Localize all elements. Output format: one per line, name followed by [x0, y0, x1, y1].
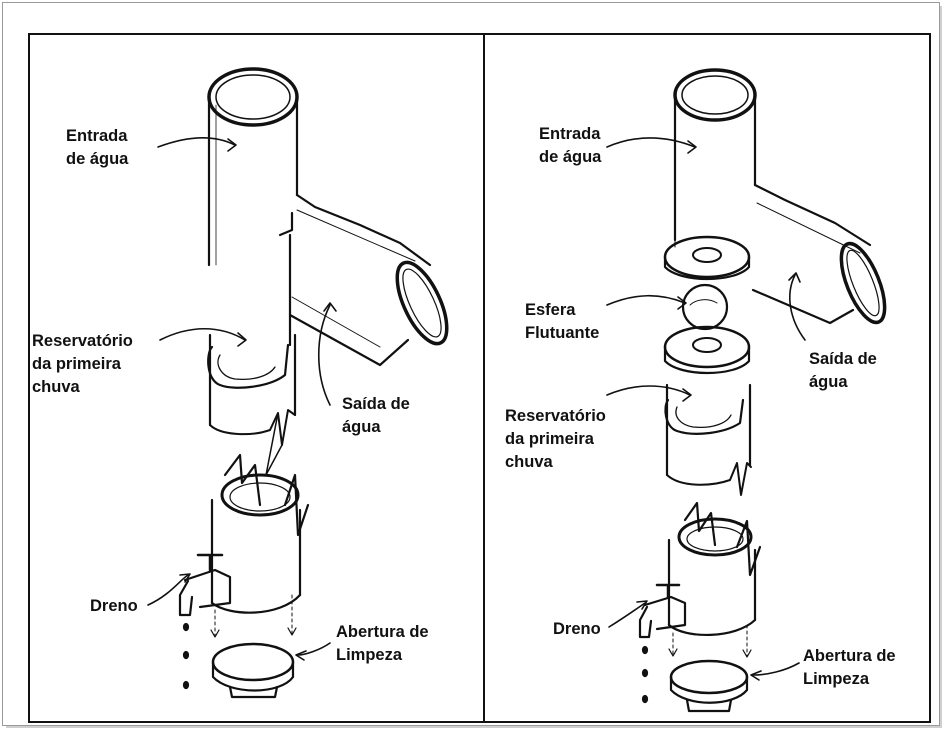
- first-rain-reservoir: [208, 345, 288, 388]
- cleaning-cap: [671, 661, 747, 693]
- floating-sphere: [683, 285, 727, 329]
- label-drain: Dreno: [553, 618, 601, 641]
- cleaning-cap: [213, 644, 293, 680]
- outlet-branch: [755, 185, 870, 245]
- upper-washer: [665, 237, 749, 277]
- outlet-branch: [297, 195, 430, 265]
- lower-washer: [665, 327, 749, 367]
- label-drain: Dreno: [90, 595, 138, 618]
- inlet-pipe-top: [209, 69, 297, 125]
- inlet-pipe-top: [675, 70, 755, 120]
